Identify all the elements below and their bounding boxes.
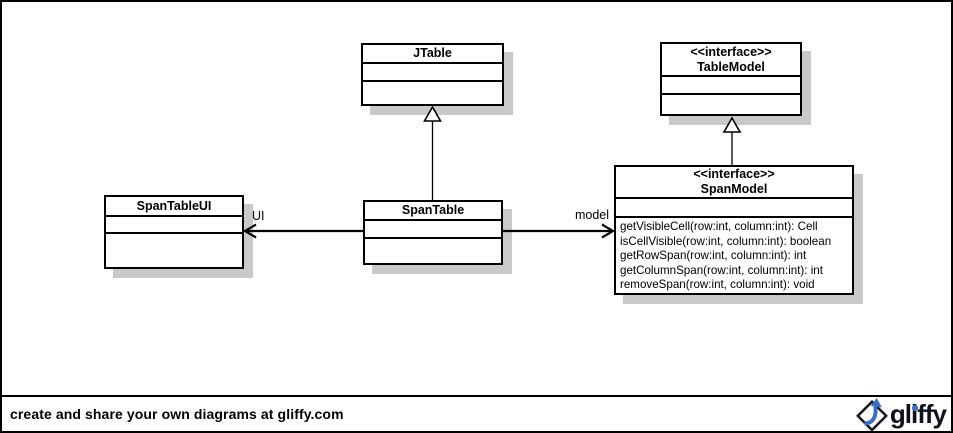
class-box-spanmodel: <<interface>> SpanModel getVisibleCell(r… (614, 165, 854, 295)
class-box-spantableui: SpanTableUI (104, 195, 244, 269)
hollow-triangle-arrowhead (423, 105, 442, 122)
methods-compartment-spantableui (106, 232, 242, 267)
attributes-compartment-spanmodel (616, 197, 852, 216)
class-box-spantable: SpanTable (363, 200, 503, 265)
attributes-compartment-jtable (363, 62, 502, 80)
open-arrowhead (601, 223, 616, 239)
diagram-canvas: JTable <<interface>> TableModel SpanTabl… (2, 2, 951, 395)
methods-compartment-spanmodel: getVisibleCell(row:int, column:int): Cel… (616, 216, 852, 293)
hollow-triangle-arrowhead (722, 116, 742, 133)
generalization-spantable-to-jtable (423, 105, 442, 200)
stereotype-label: <<interface>> (690, 44, 772, 59)
gliffy-logo: gliffy (855, 397, 947, 431)
class-title-spantable: SpanTable (365, 202, 501, 219)
edge-label-model: model (574, 208, 609, 222)
methods-compartment-tablemodel (662, 93, 800, 114)
class-name-label: TableModel (697, 59, 765, 74)
method-removespan: removeSpan(row:int, column:int): void (620, 278, 815, 292)
class-title-spantableui: SpanTableUI (106, 197, 242, 215)
class-name-label: SpanModel (700, 182, 768, 197)
class-title-tablemodel: <<interface>> TableModel (662, 44, 800, 75)
footer-bar: create and share your own diagrams at gl… (2, 395, 951, 431)
methods-compartment-spantable (365, 237, 501, 263)
method-getcolumnspan: getColumnSpan(row:int, column:int): int (620, 263, 823, 277)
association-spantable-to-spantableui (242, 223, 363, 239)
method-list: getVisibleCell(row:int, column:int): Cel… (616, 218, 852, 293)
attributes-compartment-spantable (365, 219, 501, 237)
class-box-tablemodel: <<interface>> TableModel (660, 42, 802, 116)
open-arrowhead (242, 223, 257, 239)
stereotype-label: <<interface>> (693, 167, 775, 182)
generalization-spanmodel-to-tablemodel (722, 116, 742, 165)
method-getrowspan: getRowSpan(row:int, column:int): int (620, 249, 807, 263)
edge-label-ui: UI (252, 209, 265, 223)
footer-tagline: create and share your own diagrams at gl… (10, 406, 344, 422)
class-box-jtable: JTable (361, 43, 504, 106)
class-title-spanmodel: <<interface>> SpanModel (616, 167, 852, 197)
class-name-label: SpanTableUI (136, 198, 212, 213)
method-getvisiblecell: getVisibleCell(row:int, column:int): Cel… (620, 220, 818, 234)
brand-i-dot (912, 405, 918, 411)
association-spantable-to-spanmodel (503, 223, 616, 239)
attributes-compartment-tablemodel (662, 75, 800, 93)
gliffy-wordmark: gliffy (889, 399, 947, 429)
class-name-label: SpanTable (401, 203, 465, 217)
class-name-label: JTable (413, 46, 452, 60)
methods-compartment-jtable (363, 80, 502, 104)
attributes-compartment-spantableui (106, 215, 242, 232)
method-iscellvisible: isCellVisible(row:int, column:int): bool… (620, 234, 832, 248)
gliffy-diamond-icon (855, 397, 888, 431)
class-title-jtable: JTable (363, 45, 502, 62)
